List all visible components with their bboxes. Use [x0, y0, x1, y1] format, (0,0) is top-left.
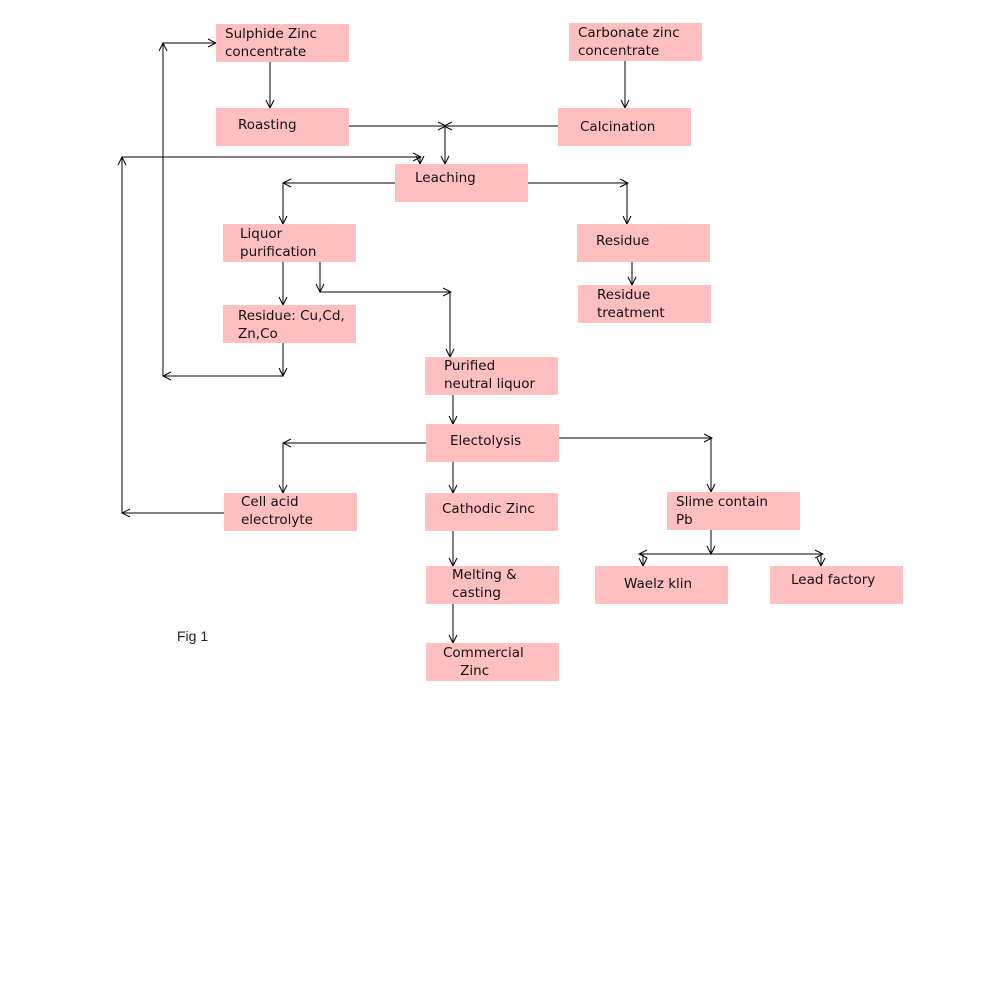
- node-label: Sulphide Zinc concentrate: [225, 26, 317, 60]
- node-residue-treatment: Residue treatment: [578, 285, 711, 323]
- node-label: Slime contain Pb: [676, 494, 768, 528]
- node-waelz-klin: Waelz klin: [595, 566, 728, 604]
- node-roasting: Roasting: [216, 108, 349, 146]
- node-slime-contain-pb: Slime contain Pb: [667, 492, 800, 530]
- node-label: Residue: Cu,Cd, Zn,Co: [238, 308, 345, 342]
- node-label: Residue treatment: [597, 287, 665, 321]
- node-electrolysis: Electolysis: [426, 424, 559, 462]
- node-label: Electolysis: [450, 433, 522, 449]
- node-label: Melting & casting: [452, 567, 517, 601]
- node-label: Purified neutral liquor: [444, 358, 536, 392]
- node-melting-casting: Melting & casting: [426, 566, 559, 604]
- node-purified-neutral-liquor: Purified neutral liquor: [425, 357, 558, 395]
- node-leaching: Leaching: [395, 164, 528, 202]
- node-label: Liquor purification: [240, 226, 317, 260]
- node-label: Lead factory: [791, 572, 876, 588]
- figure-caption: Fig 1: [177, 628, 209, 644]
- node-label: Commercial Zinc: [443, 645, 524, 679]
- node-cathodic-zinc: Cathodic Zinc: [425, 493, 558, 531]
- node-calcination: Calcination: [558, 108, 691, 146]
- node-lead-factory: Lead factory: [770, 566, 903, 604]
- node-label: Waelz klin: [624, 576, 693, 592]
- node-carbonate-zinc-concentrate: Carbonate zinc concentrate: [569, 23, 702, 61]
- node-label: Cathodic Zinc: [442, 501, 535, 517]
- node-label: Calcination: [580, 119, 656, 135]
- node-residue: Residue: [577, 224, 710, 262]
- node-residue-metals: Residue: Cu,Cd, Zn,Co: [223, 305, 356, 343]
- node-label: Cell acid electrolyte: [241, 494, 313, 528]
- node-commercial-zinc: Commercial Zinc: [426, 643, 559, 681]
- node-cell-acid-electrolyte: Cell acid electrolyte: [224, 493, 357, 531]
- node-label: Leaching: [415, 170, 476, 186]
- node-label: Carbonate zinc concentrate: [578, 25, 680, 59]
- node-label: Roasting: [238, 117, 297, 133]
- node-sulphide-zinc-concentrate: Sulphide Zinc concentrate: [216, 24, 349, 62]
- node-liquor-purification: Liquor purification: [223, 224, 356, 262]
- node-label: Residue: [596, 233, 650, 249]
